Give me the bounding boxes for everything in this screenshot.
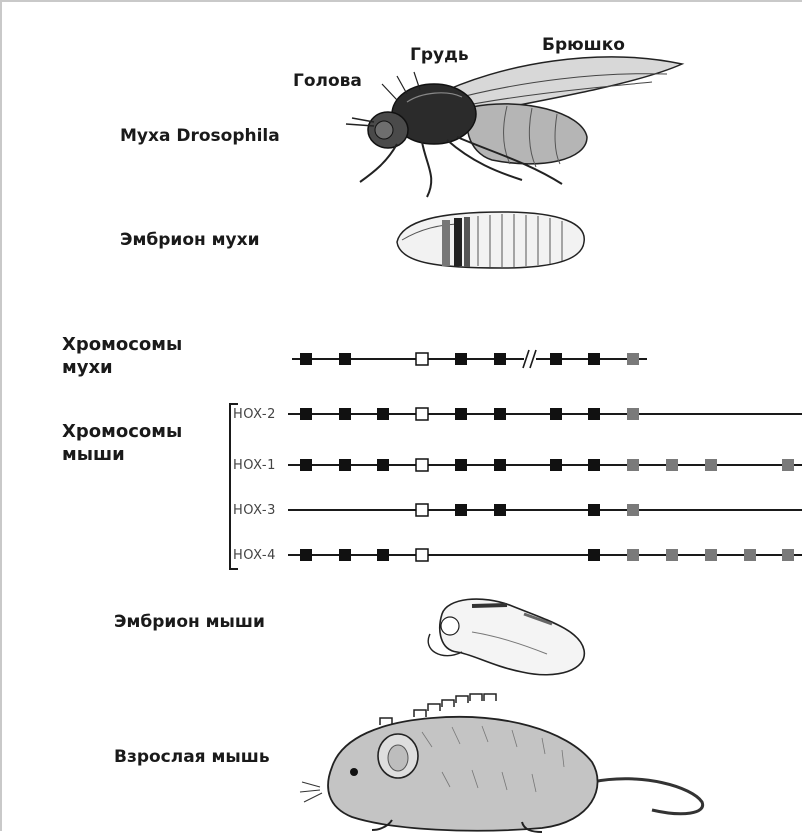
- hox2-chromosome: [288, 408, 802, 420]
- hox4-chromosome: [288, 549, 802, 561]
- fly-gene-8: [627, 353, 639, 365]
- fly-gene-1: [300, 353, 312, 365]
- hox3-chromosome: [288, 504, 802, 516]
- fly-gene-6: [550, 353, 562, 365]
- fly-gene-4: [455, 353, 467, 365]
- adult-mouse-illustration: [300, 694, 703, 832]
- mouse-embryo-illustration: [428, 599, 584, 675]
- hox1-chromosome: [288, 459, 802, 471]
- fly-gene-3: [416, 353, 428, 365]
- fly-gene-5: [494, 353, 506, 365]
- fly-gene-2: [339, 353, 351, 365]
- mouse-cluster-bracket: [230, 404, 238, 569]
- fly-gene-7: [588, 353, 600, 365]
- fly-illustration: [346, 57, 682, 197]
- fly-chromosome: [292, 349, 647, 369]
- fly-embryo-illustration: [397, 212, 584, 268]
